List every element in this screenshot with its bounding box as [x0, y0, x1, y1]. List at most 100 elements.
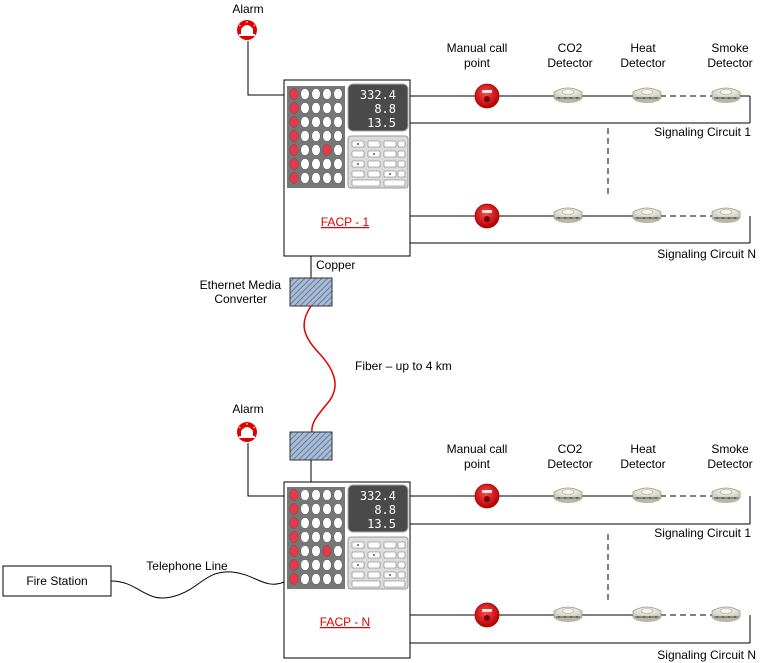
ethernet-media-converter-label-2: Converter: [214, 292, 267, 306]
led-indicator: [311, 531, 321, 543]
led-indicator: [333, 503, 343, 515]
led-indicator: [311, 158, 321, 170]
co2-detector-label-2: Detector: [547, 457, 592, 471]
led-matrix: [287, 86, 345, 188]
manual-call-point-icon: [474, 483, 500, 509]
co2-detector-icon: [553, 606, 583, 623]
heat-detector-label-2: Detector: [620, 56, 665, 70]
copper-label: Copper: [316, 258, 355, 272]
manual-call-point-label-1: Manual call: [447, 41, 508, 55]
led-indicator: [322, 503, 332, 515]
led-indicator: [300, 102, 310, 114]
led-indicator: [289, 517, 299, 529]
led-indicator: [289, 158, 299, 170]
led-indicator: [311, 88, 321, 100]
led-indicator: [333, 559, 343, 571]
fire-station-label: Fire Station: [26, 574, 87, 588]
media-converter-icon: [289, 431, 333, 461]
led-indicator: [322, 573, 332, 585]
led-indicator: [289, 130, 299, 142]
led-indicator: [300, 88, 310, 100]
smoke-detector-icon: [711, 487, 741, 504]
heat-detector-icon: [632, 87, 662, 104]
led-indicator: [289, 573, 299, 585]
led-indicator: [322, 116, 332, 128]
keypad: [347, 135, 409, 189]
signaling-circuit-n-label: Signaling Circuit N: [657, 648, 756, 662]
network-link: Copper Ethernet Media Converter Fiber – …: [200, 256, 452, 482]
alarm-wire: [247, 443, 284, 497]
alarm-label: Alarm: [232, 2, 263, 16]
signaling-circuit-n-label: Signaling Circuit N: [657, 247, 756, 261]
display-value-3: 13.5: [367, 116, 396, 130]
heat-detector-icon: [632, 606, 662, 623]
led-indicator: [289, 102, 299, 114]
led-indicator: [322, 517, 332, 529]
led-indicator: [322, 158, 332, 170]
display-value-1: 332.4: [360, 88, 396, 102]
co2-detector-label-1: CO2: [558, 41, 583, 55]
display-value-2: 8.8: [374, 503, 396, 517]
heat-detector-icon: [632, 487, 662, 504]
led-indicator: [333, 158, 343, 170]
led-indicator: [311, 517, 321, 529]
smoke-detector-icon: [711, 207, 741, 224]
keypad: [347, 536, 409, 590]
led-indicator: [289, 489, 299, 501]
led-indicator: [333, 130, 343, 142]
signaling-circuit-1-label: Signaling Circuit 1: [654, 125, 751, 139]
led-indicator: [300, 503, 310, 515]
led-indicator: [300, 531, 310, 543]
heat-detector-label-1: Heat: [630, 442, 656, 456]
led-indicator: [333, 102, 343, 114]
led-indicator: [311, 573, 321, 585]
led-indicator: [322, 559, 332, 571]
heat-detector-label-1: Heat: [630, 41, 656, 55]
led-indicator: [300, 517, 310, 529]
led-indicator: [322, 531, 332, 543]
heat-detector-icon: [632, 207, 662, 224]
led-indicator: [311, 559, 321, 571]
manual-call-point-label-2: point: [464, 56, 491, 70]
fire-station-box: [2, 565, 112, 597]
led-indicator: [300, 116, 310, 128]
smoke-detector-label-2: Detector: [707, 457, 752, 471]
led-indicator: [300, 573, 310, 585]
smoke-detector-icon: [711, 87, 741, 104]
smoke-detector-label-1: Smoke: [711, 41, 749, 55]
alarm-icon: [236, 19, 258, 41]
co2-detector-icon: [553, 207, 583, 224]
led-indicator: [289, 88, 299, 100]
alarm-label: Alarm: [232, 402, 263, 416]
led-indicator: [311, 116, 321, 128]
led-indicator: [333, 116, 343, 128]
led-indicator: [289, 503, 299, 515]
status-display: 332.4 8.8 13.5: [347, 83, 409, 132]
co2-detector-label-1: CO2: [558, 442, 583, 456]
co2-detector-icon: [553, 487, 583, 504]
smoke-detector-icon: [711, 606, 741, 623]
led-indicator: [311, 144, 321, 156]
telephone-line: [110, 571, 285, 599]
led-indicator: [311, 130, 321, 142]
led-indicator: [322, 102, 332, 114]
manual-call-point-icon: [474, 83, 500, 109]
led-indicator: [289, 172, 299, 184]
smoke-detector-label-2: Detector: [707, 56, 752, 70]
led-indicator: [333, 517, 343, 529]
display-value-3: 13.5: [367, 517, 396, 531]
facp-1-title: FACP - 1: [321, 215, 370, 229]
led-indicator: [289, 559, 299, 571]
manual-call-point-label-2: point: [464, 457, 491, 471]
fiber-label: Fiber – up to 4 km: [355, 359, 452, 373]
fiber-cable: [303, 305, 336, 433]
led-indicator: [322, 545, 332, 557]
manual-call-point-icon: [474, 203, 500, 229]
led-indicator: [300, 130, 310, 142]
led-matrix: [287, 487, 345, 589]
led-indicator: [300, 144, 310, 156]
led-indicator: [322, 172, 332, 184]
smoke-detector-label-1: Smoke: [711, 442, 749, 456]
led-indicator: [322, 489, 332, 501]
